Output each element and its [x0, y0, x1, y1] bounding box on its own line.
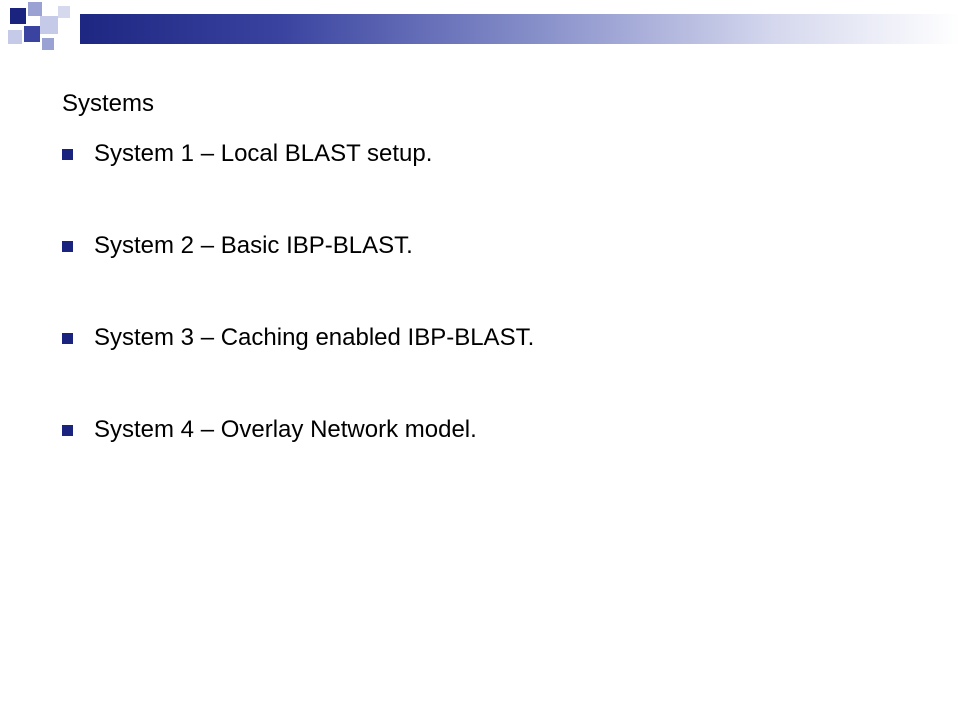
square-bullet-icon — [62, 425, 73, 436]
list-item: System 1 – Local BLAST setup. — [62, 138, 534, 230]
bullet-list: System 1 – Local BLAST setup. System 2 –… — [62, 138, 534, 506]
gradient-header-bar — [56, 14, 960, 44]
bullet-text: System 3 – Caching enabled IBP-BLAST. — [94, 324, 535, 351]
squares-logo-icon — [0, 0, 80, 60]
bullet-text: System 4 – Overlay Network model. — [94, 416, 477, 443]
list-item: System 3 – Caching enabled IBP-BLAST. — [62, 322, 534, 414]
slide-title: Systems — [62, 90, 155, 117]
list-item: System 4 – Overlay Network model. — [62, 414, 534, 506]
bullet-text: System 2 – Basic IBP-BLAST. — [94, 232, 413, 259]
square-bullet-icon — [62, 333, 73, 344]
bullet-text: System 1 – Local BLAST setup. — [94, 140, 433, 167]
square-bullet-icon — [62, 241, 73, 252]
square-bullet-icon — [62, 149, 73, 160]
list-item: System 2 – Basic IBP-BLAST. — [62, 230, 534, 322]
